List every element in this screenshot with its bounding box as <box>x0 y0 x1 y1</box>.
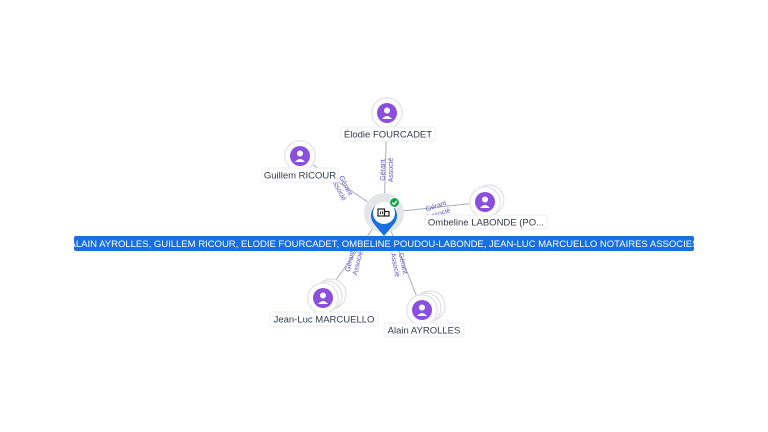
check-icon <box>389 197 400 208</box>
relation-role: Gérant <box>345 250 357 273</box>
building-icon <box>377 208 390 217</box>
person-name: Guillem RICOUR <box>264 171 336 182</box>
person-name: Alain AYROLLES <box>388 326 461 337</box>
person-node-guillem[interactable]: Guillem RICOUR <box>261 140 339 183</box>
person-label-box <box>261 167 339 183</box>
person-name: Élodie FOURCADET <box>344 130 432 141</box>
person-name: Ombeline LABONDE (PO... <box>428 218 544 229</box>
edge-label-alain: GérantAssocié <box>389 251 409 278</box>
person-node-jeanluc[interactable]: Jean-Luc MARCUELLO <box>269 278 379 327</box>
relation-role: Gérant <box>397 252 408 274</box>
company-name: ALAIN AYROLLES, GUILLEM RICOUR, ELODIE F… <box>70 239 699 250</box>
person-label-box <box>383 322 465 338</box>
person-label-box <box>424 214 548 230</box>
relation-role: Associé <box>388 158 395 183</box>
relation-role: Gérant <box>380 159 387 180</box>
person-name: Jean-Luc MARCUELLO <box>274 315 375 326</box>
persons-layer: Élodie FOURCADET Guillem RICOUR Ombeline L… <box>261 97 548 338</box>
edge-label-elodie: GérantAssocié <box>380 158 395 183</box>
company-node[interactable] <box>364 193 404 236</box>
person-label-box <box>340 126 436 142</box>
company-label[interactable]: ALAIN AYROLLES, GUILLEM RICOUR, ELODIE F… <box>70 236 699 251</box>
person-node-elodie[interactable]: Élodie FOURCADET <box>340 97 436 142</box>
edge-label-jeanluc: GérantAssocié <box>344 249 365 277</box>
person-label-box <box>269 311 379 327</box>
person-node-alain[interactable]: Alain AYROLLES <box>383 290 465 338</box>
relation-role: Associé <box>389 252 401 278</box>
person-node-ombeline[interactable]: Ombeline LABONDE (PO... <box>424 184 548 230</box>
